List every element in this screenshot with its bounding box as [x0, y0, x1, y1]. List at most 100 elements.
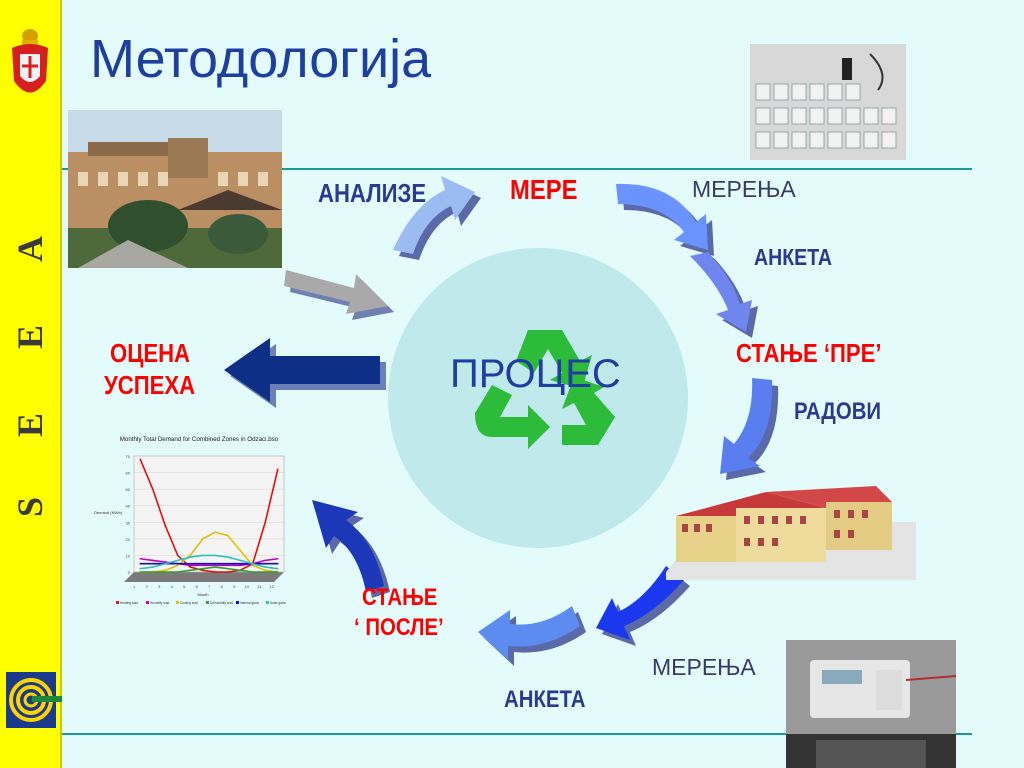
meter-device-photo — [786, 640, 956, 768]
chart-point — [151, 488, 154, 490]
arrow-to-ocena — [224, 338, 386, 408]
chart-ytick-label: 20 — [126, 537, 131, 542]
chart-point — [176, 564, 179, 567]
chart-point — [226, 556, 229, 558]
chart-xtick-label: 10 — [245, 584, 250, 589]
chart-xtick-label: 2 — [146, 584, 149, 589]
sidebar: A E E S — [0, 0, 62, 768]
label-radovi: РАДОВИ — [794, 398, 882, 425]
label-mere: МЕРЕ — [510, 174, 578, 205]
chart-ytick-label: 60 — [126, 471, 131, 476]
chart-point — [139, 562, 142, 565]
chart-ytick-label: 50 — [126, 487, 131, 492]
chart-point — [164, 562, 167, 565]
chart-point — [214, 571, 217, 573]
chart-point — [189, 564, 192, 567]
chart-xtick-label: 3 — [158, 584, 161, 589]
chart-point — [201, 564, 204, 567]
chart-point — [139, 571, 142, 573]
chart-legend-label: Dehumidify load — [210, 601, 233, 605]
chart-point — [151, 566, 154, 568]
process-label: ПРОЦЕС — [450, 352, 621, 396]
label-stanje-posle-1: СТАЊЕ — [362, 584, 438, 611]
chart-floor — [124, 572, 284, 582]
chart-point — [264, 562, 267, 565]
chart-point — [214, 531, 217, 534]
chart-series-line — [139, 459, 279, 573]
chart-point — [201, 554, 204, 557]
arrow-merenja-bottom — [596, 566, 690, 646]
chart-point — [164, 569, 167, 572]
agency-logo-icon — [6, 672, 62, 728]
chart-point — [176, 559, 179, 562]
chart-legend-label: Internal gains — [240, 601, 260, 605]
chart-point — [201, 538, 204, 540]
chart-point — [139, 567, 142, 570]
monthly-demand-chart: Monthly Total Demand for Combined Zones … — [94, 436, 286, 605]
chart-point — [276, 567, 279, 570]
chart-point — [251, 564, 254, 567]
chart-legend-swatch — [116, 601, 119, 604]
chart-xtick-label: 8 — [221, 584, 224, 589]
label-anketa-bottom: АНКЕТА — [504, 686, 586, 713]
chart-point — [276, 468, 279, 471]
building-photo — [68, 110, 282, 268]
chart-point — [139, 557, 142, 560]
label-merenja-bottom: МЕРЕЊА — [652, 654, 756, 680]
chart-ytick-label: 0 — [128, 570, 131, 575]
chart-point — [176, 554, 179, 557]
chart-xtick-label: 6 — [196, 584, 199, 589]
chart-point — [226, 571, 229, 573]
label-stanje-posle-2: ‘ ПОСЛЕ’ — [354, 614, 444, 641]
arrow-building-to-process — [284, 270, 394, 320]
chart-legend-swatch — [236, 601, 239, 604]
chart-legend-label: Solar gains — [270, 601, 286, 605]
chart-legend-label: Humidify load — [150, 601, 170, 605]
chart-point — [276, 571, 279, 573]
chart-point — [151, 562, 154, 565]
building-3d-render — [666, 486, 916, 580]
chart-point — [189, 562, 192, 565]
chart-point — [214, 554, 217, 557]
chart-point — [201, 562, 204, 565]
chart-title: Monthly Total Demand for Combined Zones … — [120, 436, 279, 443]
chart-point — [151, 559, 154, 562]
label-ocena-1: ОЦЕНА — [110, 338, 191, 368]
chart-point — [189, 554, 192, 557]
chart-point — [176, 571, 179, 573]
arrow-anketa-bottom — [478, 606, 586, 666]
chart-xlabel: Month — [197, 592, 208, 597]
chart-xtick-label: 1 — [133, 584, 136, 589]
chart-point — [201, 567, 204, 570]
chart-ytick-label: 10 — [126, 553, 131, 558]
chart-point — [239, 569, 242, 572]
label-analize: АНАЛИЗЕ — [318, 178, 427, 208]
chart-point — [164, 571, 167, 573]
label-merenja-top: МЕРЕЊА — [692, 176, 796, 202]
chart-point — [226, 567, 229, 570]
sidebar-letter-e2: E — [10, 325, 50, 350]
chart-series-line — [140, 566, 278, 573]
arrow-radovi — [720, 378, 779, 480]
arrow-stanje-posle — [312, 500, 390, 598]
chart-ylabel: Demand (MWh) — [94, 510, 123, 515]
page-title: Методологија — [90, 29, 432, 89]
top-divider — [62, 168, 972, 170]
chart-point — [189, 569, 192, 572]
label-anketa-top: АНКЕТА — [754, 244, 833, 270]
chart-series-line — [140, 531, 278, 573]
chart-xtick-label: 9 — [233, 584, 236, 589]
chart-ytick-label: 30 — [126, 520, 131, 525]
chart-legend-label: Cooling load — [180, 601, 198, 605]
chart-ytick-label: 40 — [126, 504, 131, 509]
chart-point — [239, 562, 242, 565]
sidebar-letter-e1: E — [10, 413, 50, 438]
chart-point — [164, 561, 167, 563]
chart-plot-area — [133, 455, 285, 573]
chart-point — [276, 562, 279, 565]
chart-point — [264, 566, 267, 568]
chart-ytick-label: 70 — [126, 454, 131, 459]
chart-point — [214, 562, 217, 565]
chart-point — [251, 562, 254, 565]
sidebar-letter-a: A — [10, 236, 50, 262]
